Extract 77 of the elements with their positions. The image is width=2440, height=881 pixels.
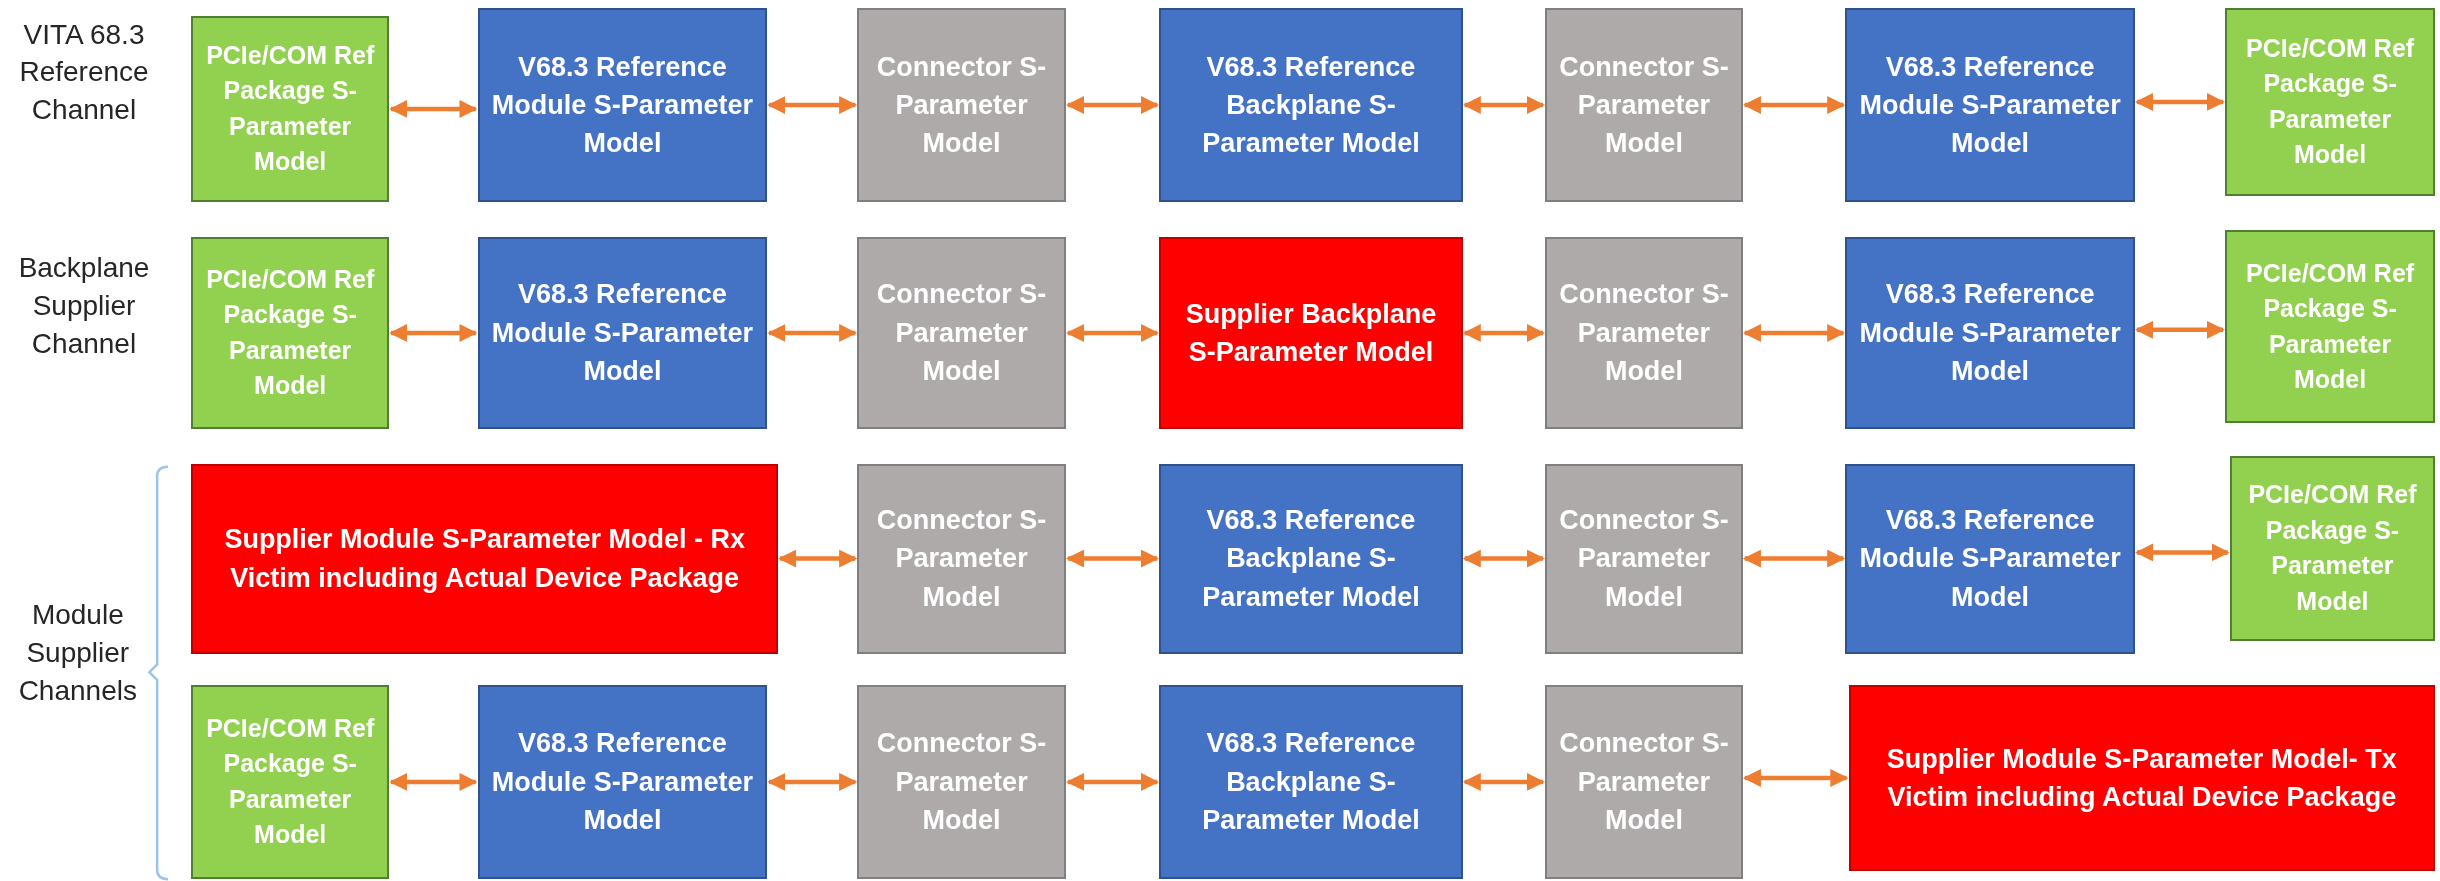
box-label: Supplier Module S-Parameter Model - Rx Victim including Actual Device Package: [223, 523, 746, 595]
reference-model-box: [477, 7, 768, 203]
double-arrow: [1066, 772, 1159, 791]
connector-model-box: [1545, 463, 1743, 654]
double-arrow: [767, 772, 858, 791]
double-arrow: [767, 324, 858, 342]
double-arrow: [1462, 324, 1545, 342]
package-model-box: [191, 236, 389, 430]
box-label: Supplier Module S-Parameter Model- Tx Victim including Actual Device Package: [1885, 742, 2398, 814]
connector-model-box: [857, 684, 1066, 880]
double-arrow: [389, 324, 478, 342]
double-arrow: [1066, 96, 1159, 115]
box-label: V68.3 Reference Module S-Parameter Model: [490, 278, 754, 389]
box-label: V68.3 Reference Module S-Parameter Model: [1858, 504, 2122, 614]
double-arrow: [389, 772, 478, 791]
connector-model-box: [857, 236, 1066, 430]
double-arrow: [1742, 769, 1849, 787]
row-label: VITA 68.3 Reference Channel: [18, 17, 150, 128]
box-label: V68.3 Reference Backplane S-Parameter Model: [1201, 504, 1421, 614]
connector-model-box: [1545, 236, 1743, 430]
connector-model-box: [857, 7, 1066, 203]
box-label: Connector S-Parameter Model: [875, 278, 1048, 389]
box-label: V68.3 Reference Backplane S-Parameter Model: [1201, 727, 1421, 838]
package-model-box: [191, 15, 389, 203]
package-model-box: [2225, 7, 2436, 197]
double-arrow: [1462, 96, 1545, 115]
double-arrow: [1066, 549, 1159, 568]
double-arrow: [2135, 92, 2225, 111]
double-arrow: [778, 549, 858, 568]
box-label: Connector S-Parameter Model: [1558, 727, 1730, 838]
supplier-model-box: [1159, 236, 1463, 430]
reference-model-box: [477, 684, 768, 880]
reference-model-box: [1845, 463, 2135, 654]
box-label: PCIe/COM Ref Package S-Parameter Model: [205, 39, 376, 178]
box-label: V68.3 Reference Module S-Parameter Model: [490, 727, 754, 838]
box-label: Connector S-Parameter Model: [1558, 504, 1730, 614]
box-label: V68.3 Reference Module S-Parameter Model: [1858, 50, 2122, 161]
box-label: PCIe/COM Ref Package S-Parameter Model: [2245, 32, 2416, 171]
reference-model-box: [1159, 684, 1463, 880]
box-label: PCIe/COM Ref Package S-Parameter Model: [2245, 257, 2416, 396]
double-arrow: [767, 96, 858, 115]
box-label: Connector S-Parameter Model: [875, 727, 1048, 838]
row-label: Module Supplier Channels: [17, 597, 138, 708]
connector-model-box: [1545, 684, 1743, 880]
double-arrow: [2135, 543, 2230, 562]
package-model-box: [2229, 455, 2436, 642]
reference-model-box: [1845, 7, 2135, 203]
connector-model-box: [857, 463, 1066, 654]
box-label: PCIe/COM Ref Package S-Parameter Model: [2247, 479, 2418, 617]
package-model-box: [191, 684, 389, 880]
double-arrow: [2135, 320, 2225, 339]
supplier-model-box: [191, 463, 778, 654]
row-label: Backplane Supplier Channel: [17, 250, 151, 361]
reference-model-box: [1159, 463, 1463, 654]
box-label: V68.3 Reference Module S-Parameter Model: [1858, 278, 2122, 389]
box-label: V68.3 Reference Backplane S-Parameter Model: [1201, 50, 1421, 161]
box-label: PCIe/COM Ref Package S-Parameter Model: [205, 712, 376, 851]
double-arrow: [1066, 324, 1159, 342]
double-arrow: [1742, 96, 1846, 115]
box-label: Connector S-Parameter Model: [1558, 278, 1730, 389]
package-model-box: [2225, 230, 2436, 424]
double-arrow: [1462, 772, 1545, 791]
double-arrow: [1742, 324, 1846, 342]
double-arrow: [389, 99, 478, 118]
double-arrow: [1462, 549, 1545, 568]
box-label: PCIe/COM Ref Package S-Parameter Model: [205, 263, 376, 402]
box-label: Connector S-Parameter Model: [1558, 50, 1730, 161]
box-label: Supplier Backplane S-Parameter Model: [1184, 297, 1438, 369]
reference-model-box: [1159, 7, 1463, 203]
box-label: V68.3 Reference Module S-Parameter Model: [490, 50, 754, 161]
supplier-model-box: [1848, 684, 2436, 872]
connector-model-box: [1545, 7, 1743, 203]
box-label: Connector S-Parameter Model: [875, 50, 1048, 161]
reference-model-box: [477, 236, 768, 430]
reference-model-box: [1845, 236, 2135, 430]
box-label: Connector S-Parameter Model: [875, 504, 1048, 614]
double-arrow: [1742, 549, 1846, 568]
